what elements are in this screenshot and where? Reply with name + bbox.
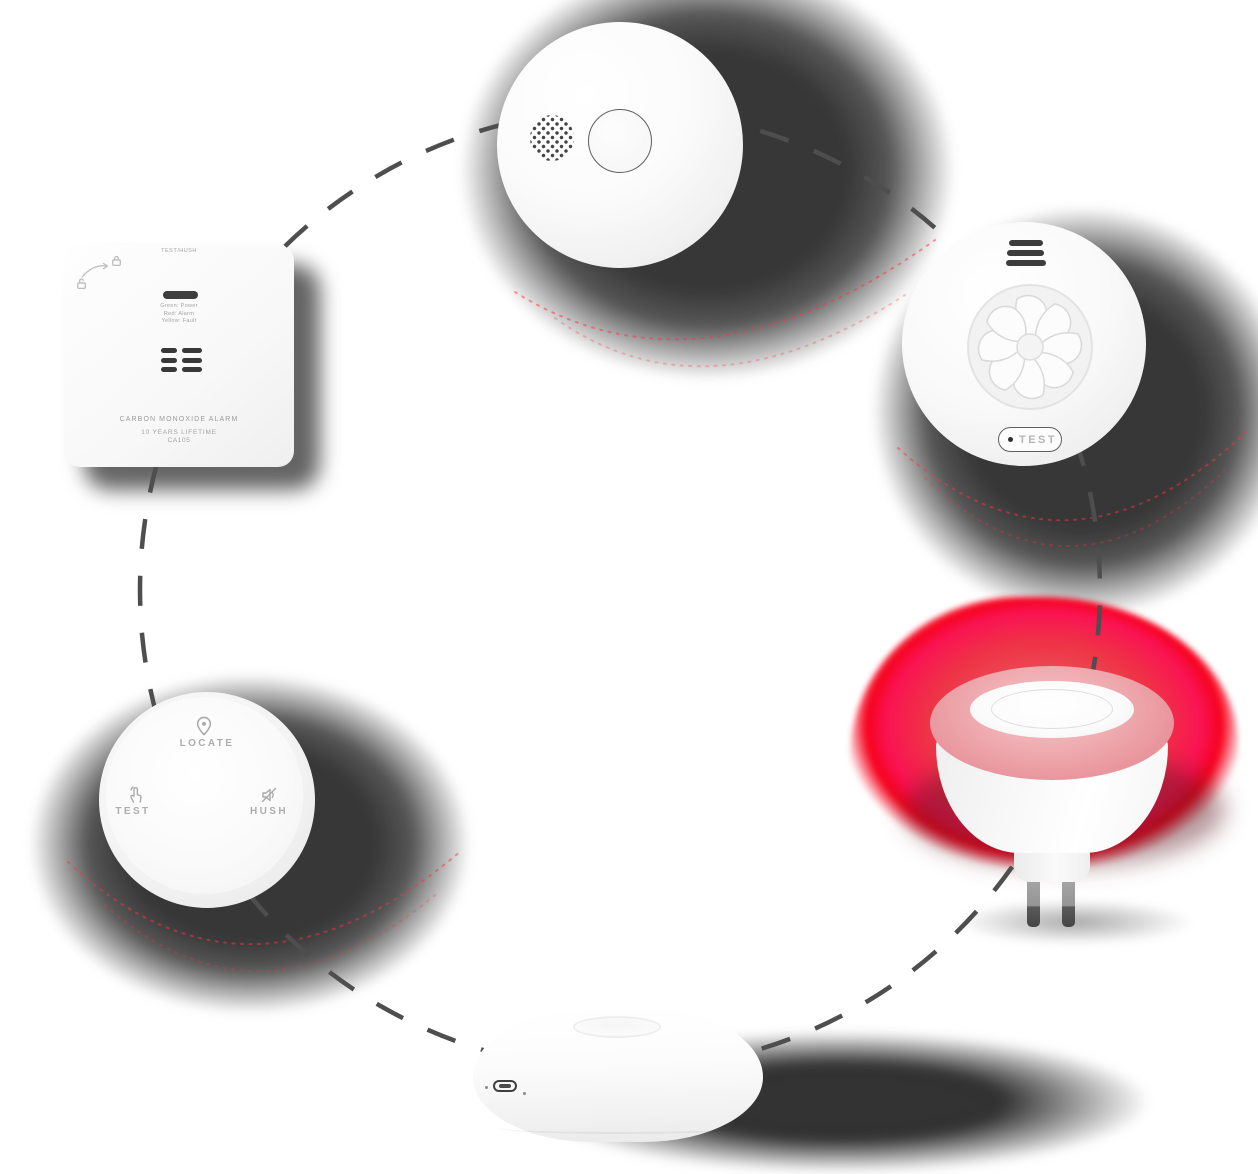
heat-test-label: TEST	[1019, 433, 1058, 446]
co-alarm-device: TEST/HUSH Green: Power Red: Alarm Yellow…	[64, 245, 294, 467]
siren-plug-shadow	[950, 898, 1200, 946]
co-lifetime-label: 10 YEARS LIFETIME	[141, 429, 217, 436]
vent-slots-icon	[161, 357, 177, 363]
tap-test-icon	[130, 786, 142, 803]
siren-top-ring	[991, 689, 1113, 729]
vent-slots-icon	[1009, 240, 1043, 246]
legend-line: Green: Power	[160, 303, 198, 309]
vent-slots-icon	[182, 348, 202, 353]
vent-slots-icon	[1007, 250, 1044, 256]
co-led-indicator-slot	[163, 291, 198, 299]
usb-c-port-icon	[493, 1080, 517, 1092]
test-led-icon	[1008, 437, 1013, 442]
mute-hush-icon	[261, 787, 277, 803]
vent-slots-icon	[161, 348, 177, 353]
hub-base-edge	[497, 1122, 739, 1134]
vent-slots-icon	[1006, 260, 1046, 266]
locate-label: LOCATE	[179, 738, 235, 749]
smoke-alarm-test-button	[588, 109, 652, 173]
legend-line: Red: Alarm	[163, 310, 195, 317]
heat-alarm-test-button: TEST	[998, 427, 1062, 452]
vent-slots-icon	[161, 367, 177, 372]
legend-line: Yellow: Fault	[161, 318, 197, 324]
smoke-alarm-device	[497, 22, 743, 268]
heat-alarm-device: TEST	[902, 222, 1146, 466]
vent-slots-icon	[182, 367, 202, 372]
co-top-label: TEST/HUSH	[161, 248, 197, 254]
vent-slots-icon	[182, 357, 202, 363]
co-indicator-legend: Green: Power Red: Alarm Yellow: Fault	[64, 303, 294, 326]
usb-c-port-pin	[499, 1084, 511, 1088]
location-pin-icon	[196, 716, 212, 736]
hub-top-ring	[573, 1016, 661, 1038]
co-product-title: CARBON MONOXIDE ALARM	[119, 416, 239, 423]
hub-device	[473, 1010, 763, 1142]
speaker-grill-icon	[530, 115, 574, 161]
hub-screw-dot	[485, 1086, 488, 1089]
hush-label: HUSH	[250, 806, 288, 817]
padlock-closed-icon	[112, 255, 121, 267]
remote-control-device: LOCATE TEST HUSH	[99, 692, 315, 908]
detach-arrow-icon	[81, 262, 109, 278]
padlock-open-icon	[77, 278, 86, 290]
test-label: TEST	[115, 806, 151, 817]
hub-screw-dot	[523, 1092, 526, 1095]
heat-sensor-pinwheel	[967, 284, 1093, 410]
co-model-number: CA105	[167, 437, 191, 444]
